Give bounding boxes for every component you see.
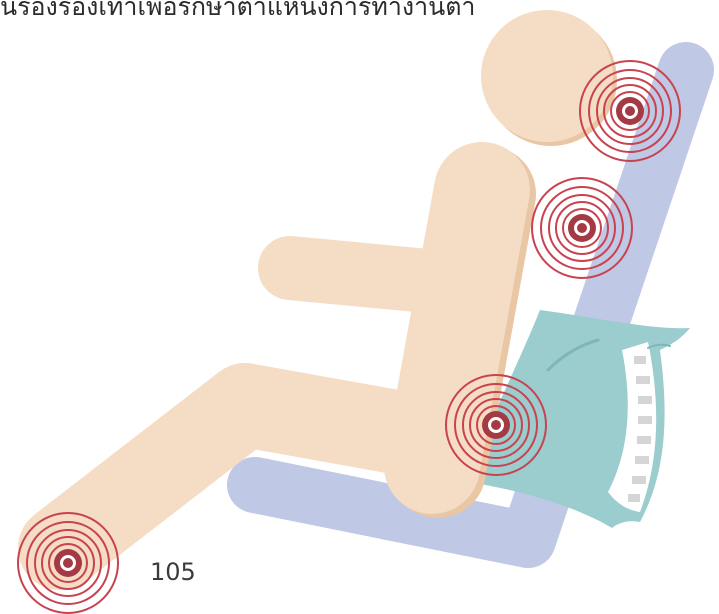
arm: [290, 268, 470, 285]
page-title: นรองรองเทาเพอรกษาตาแหนงการทางานตา: [0, 0, 475, 22]
page-number: 105: [150, 558, 196, 586]
